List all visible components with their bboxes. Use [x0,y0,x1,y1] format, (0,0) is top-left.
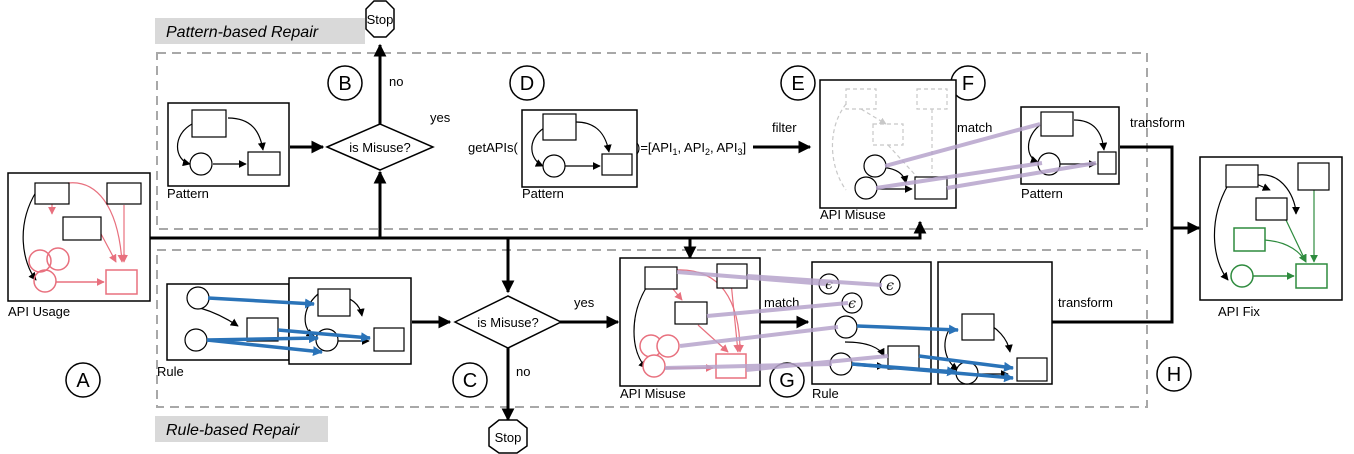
step-e: E [791,73,804,95]
edge-label-top-transform: transform [1130,115,1185,130]
edge-label-bottom-yes: yes [574,295,595,310]
caption-api-misuse-bottom: API Misuse [620,386,686,401]
caption-pattern-d: Pattern [522,186,564,201]
svg-text:Stop: Stop [367,12,394,27]
svg-text:is Misuse?: is Misuse? [477,315,538,330]
caption-rule-right: Rule [812,386,839,401]
rule-repair-region [156,249,1148,408]
edge-label-top-yes: yes [430,110,451,125]
edge-label-bottom-no: no [516,364,530,379]
epsilon-2: ϵ [886,278,894,294]
pattern-repair-title: Pattern-based Repair [166,24,319,41]
step-a: A [76,370,90,392]
rule-repair-banner [155,416,328,442]
pattern-graph-b: Pattern [167,102,290,201]
epsilon-1: ϵ [825,277,833,293]
api-fix-graph: API Fix [1199,156,1343,319]
edge-label-bottom-match: match [764,295,799,310]
misuse-decision-bottom: is Misuse? [453,295,563,349]
step-circles [65,65,1192,398]
rule-graph-left: Rule [157,277,412,379]
pattern-graph-d: Pattern [521,109,638,201]
edge-label-filter: filter [772,120,797,135]
caption-api-usage: API Usage [8,304,70,319]
edge-label-top-no: no [389,74,403,89]
epsilon-3: ϵ [848,296,856,312]
api-usage-graph: API Usage [7,172,151,319]
step-d: D [520,73,534,95]
pattern-graph-f: Pattern [1020,106,1120,201]
api-misuse-graph-bottom: API Misuse [619,257,761,401]
top-match-lines [875,122,1097,190]
caption-pattern-b: Pattern [167,186,209,201]
stop-sign-top: Stop [365,0,395,38]
step-b: B [338,73,351,95]
edge-label-top-match: match [957,120,992,135]
getapis-prefix: getAPIs( [468,140,519,155]
getapis-result: )=[API1, API2, API3] [636,140,746,157]
pattern-repair-banner [155,18,365,44]
caption-pattern-f: Pattern [1021,186,1063,201]
step-g: G [779,370,795,392]
step-f: F [962,73,974,95]
stop-sign-bottom: Stop [488,419,528,454]
flow-lines [150,43,1201,422]
bottom-match-lines [664,270,889,372]
misuse-decision-top: is Misuse? [325,123,435,171]
edge-label-bottom-transform: transform [1058,295,1113,310]
caption-api-misuse-top: API Misuse [820,207,886,222]
rule-repair-title: Rule-based Repair [166,422,300,439]
svg-text:is Misuse?: is Misuse? [349,140,410,155]
pattern-repair-region [156,52,1148,230]
caption-rule-left: Rule [157,364,184,379]
step-h: H [1167,364,1181,386]
svg-text:Stop: Stop [495,430,522,445]
step-c: C [463,370,477,392]
caption-api-fix: API Fix [1218,304,1260,319]
